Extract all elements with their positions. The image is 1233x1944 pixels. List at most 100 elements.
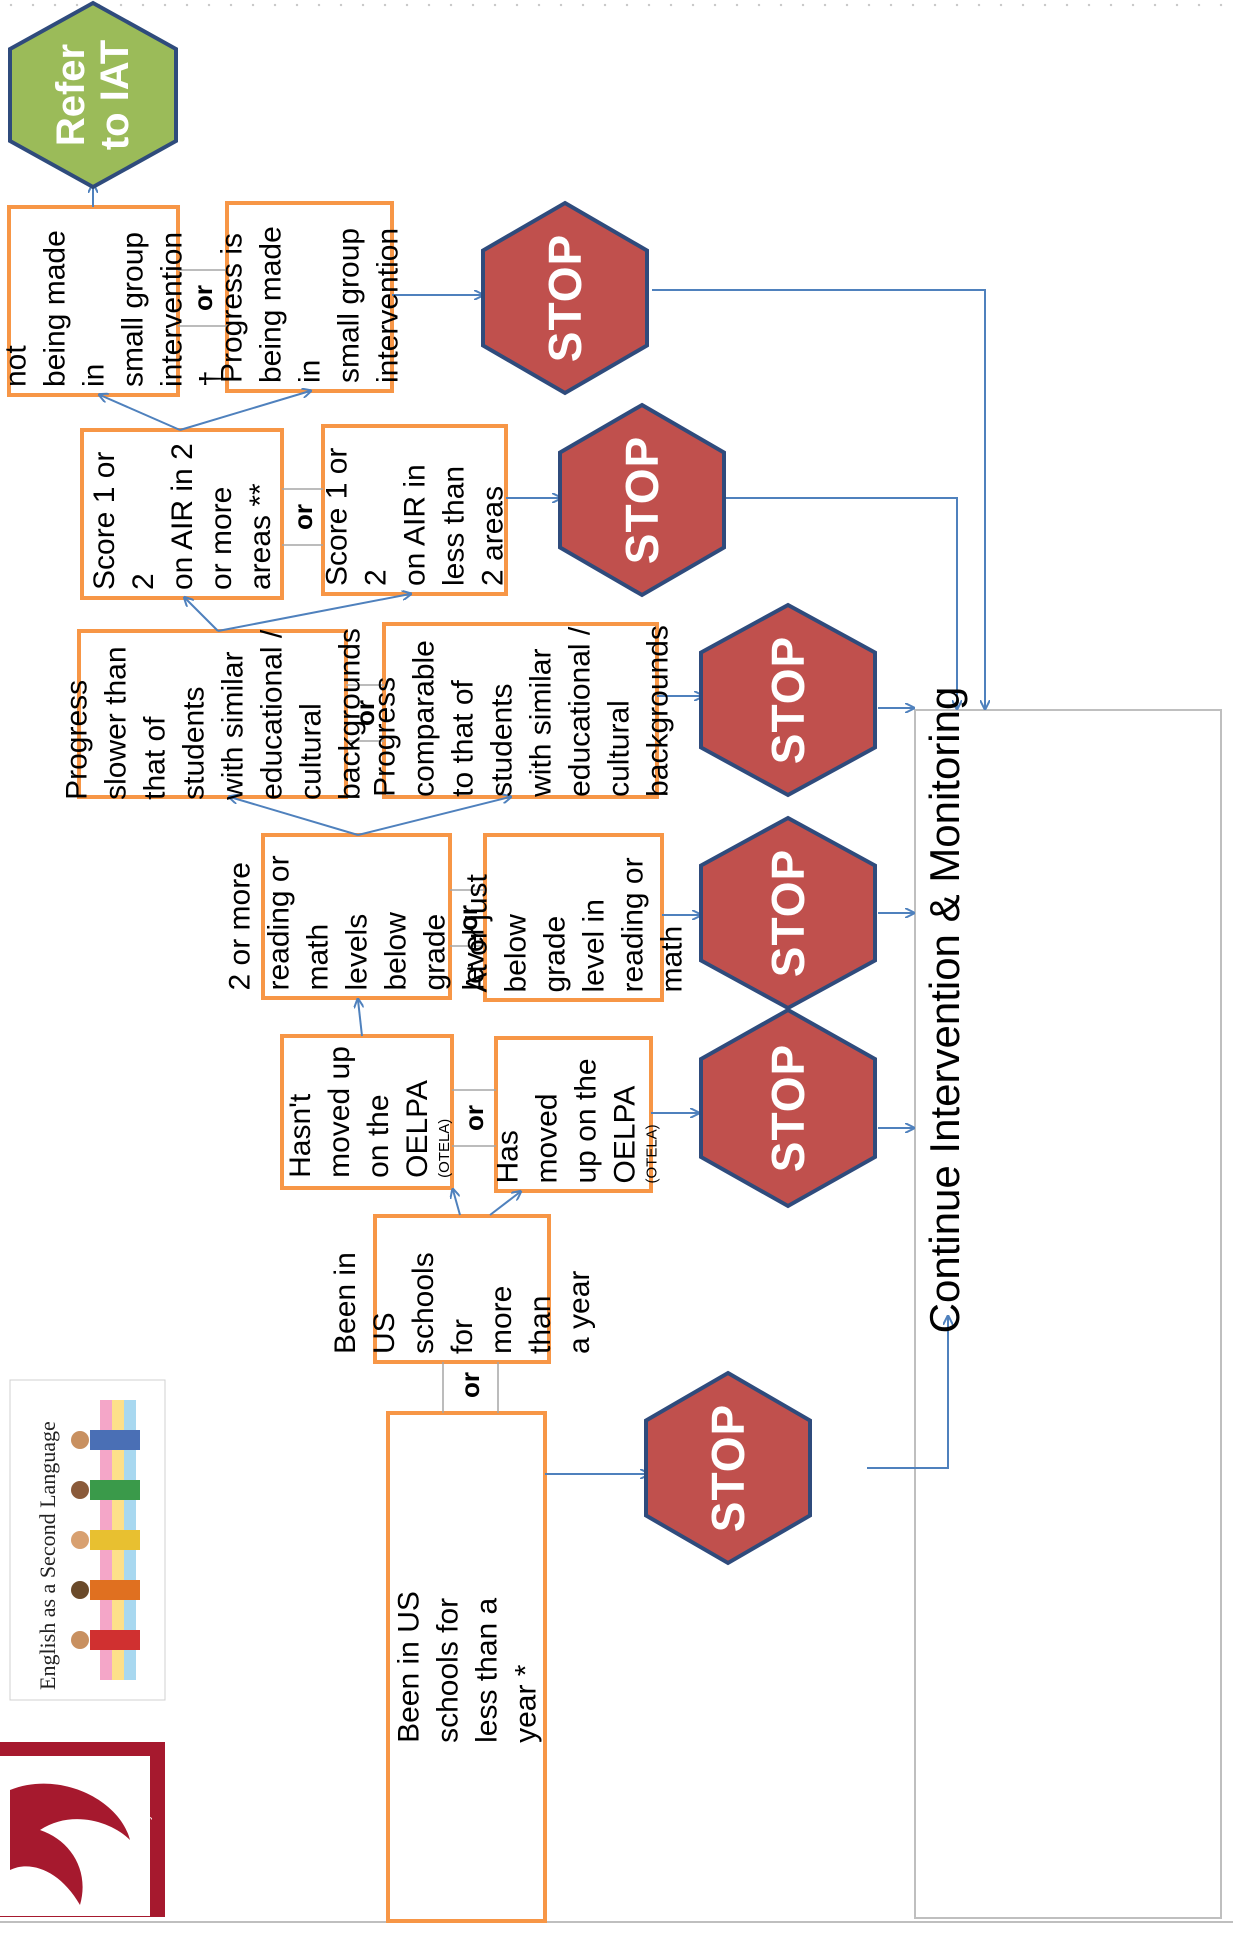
box-line: math	[654, 925, 688, 992]
or-label: or	[452, 905, 482, 931]
box-progress-comparable	[382, 622, 659, 799]
box-line: Has moved	[490, 1092, 563, 1183]
box-line: educational /	[254, 629, 288, 800]
flow-arrow	[489, 1192, 520, 1216]
box-progress-not-made	[7, 205, 180, 397]
box-line: reading or	[615, 856, 649, 992]
top-dotted-border	[0, 0, 1233, 10]
box-line: below grade	[379, 911, 451, 990]
stop-label: STOP	[762, 635, 814, 765]
flow-arrow	[652, 289, 985, 708]
box-line: students	[484, 682, 518, 797]
box-line: 2 or more	[223, 861, 256, 990]
flow-arrow	[453, 1190, 461, 1216]
box-line: less than a	[469, 1597, 503, 1743]
box-air-less-two	[321, 424, 508, 596]
stop-hexagon	[699, 602, 877, 798]
box-line: that of	[137, 716, 171, 800]
box-not-moved-up	[280, 1034, 454, 1190]
box-line: more than	[484, 1285, 557, 1354]
stop-label: STOP	[702, 1403, 754, 1533]
box-line: math levels	[301, 913, 373, 990]
refer-hexagon	[8, 0, 178, 190]
or-label: or	[454, 1372, 485, 1398]
box-line: intervention	[371, 227, 404, 383]
stop-label: STOP	[762, 848, 814, 978]
box-line: Been in US	[391, 1591, 425, 1743]
or-label: or	[458, 1105, 489, 1131]
box-line: Progress is not	[0, 345, 32, 387]
box-line: students	[176, 686, 210, 800]
stop-label: STOP	[539, 233, 591, 363]
box-line: comparable	[406, 639, 440, 797]
flow-arrow	[230, 797, 359, 836]
box-line: to that of	[445, 679, 479, 797]
box-us-more-year	[373, 1214, 551, 1364]
flow-arrow	[358, 1000, 362, 1037]
refer-line: to IAT	[93, 39, 137, 151]
box-line: small group	[332, 227, 365, 383]
box-line: less than	[437, 465, 470, 586]
box-line: a year	[562, 1270, 596, 1354]
box-line: slower than	[98, 646, 132, 800]
box-line: Score 1 or 2	[87, 451, 160, 590]
box-line: OELPA	[607, 1085, 641, 1183]
svg-text:English as a Second Language: English as a Second Language	[35, 1421, 60, 1690]
box-line: reading or	[262, 854, 295, 990]
box-line: cultural	[293, 703, 327, 800]
box-line: 2 areas	[476, 485, 509, 586]
box-line: OELPA	[401, 1080, 434, 1178]
box-line: small group	[116, 231, 149, 387]
box-line: year *	[508, 1664, 542, 1743]
box-line: below grade	[498, 913, 571, 992]
box-line: being made in	[254, 226, 326, 383]
box-progress-slower	[77, 629, 348, 799]
box-line: Hasn't	[284, 1093, 317, 1178]
box-us-less-year	[386, 1411, 547, 1923]
box-line: with similar	[523, 648, 557, 797]
flow-arrow	[726, 497, 957, 708]
box-progress-made	[225, 201, 394, 393]
box-line: educational /	[562, 626, 596, 797]
box-line: or more	[204, 486, 238, 590]
stop-hexagon	[558, 402, 726, 598]
esl-logo: English as a Second Language	[9, 1379, 166, 1701]
box-moved-up	[494, 1036, 653, 1193]
box-line: on AIR in	[398, 464, 431, 586]
box-line: being made in	[38, 230, 110, 387]
flow-arrow	[867, 1317, 948, 1469]
stop-hexagon	[699, 1007, 877, 1209]
box-line: level in	[576, 898, 610, 992]
stop-label: STOP	[762, 1043, 814, 1173]
refer-line: Refer	[49, 43, 93, 147]
box-line: on the	[362, 1094, 395, 1178]
box-line: moved up	[323, 1046, 356, 1178]
box-line: schools for	[430, 1597, 464, 1743]
box-note: (OTELA)	[642, 1123, 660, 1183]
stop-hexagon	[644, 1370, 812, 1566]
or-label: or	[287, 504, 317, 530]
flow-arrow	[357, 797, 510, 836]
box-line: cultural	[601, 699, 635, 797]
box-line: on AIR in 2	[165, 443, 199, 590]
stop-label: STOP	[616, 435, 668, 565]
flow-arrow	[185, 598, 219, 632]
box-line: Progress	[59, 679, 93, 800]
box-line: up on the	[568, 1057, 602, 1183]
box-line: with similar	[215, 651, 249, 800]
stop-hexagon	[481, 200, 649, 396]
flow-arrow	[179, 391, 310, 431]
